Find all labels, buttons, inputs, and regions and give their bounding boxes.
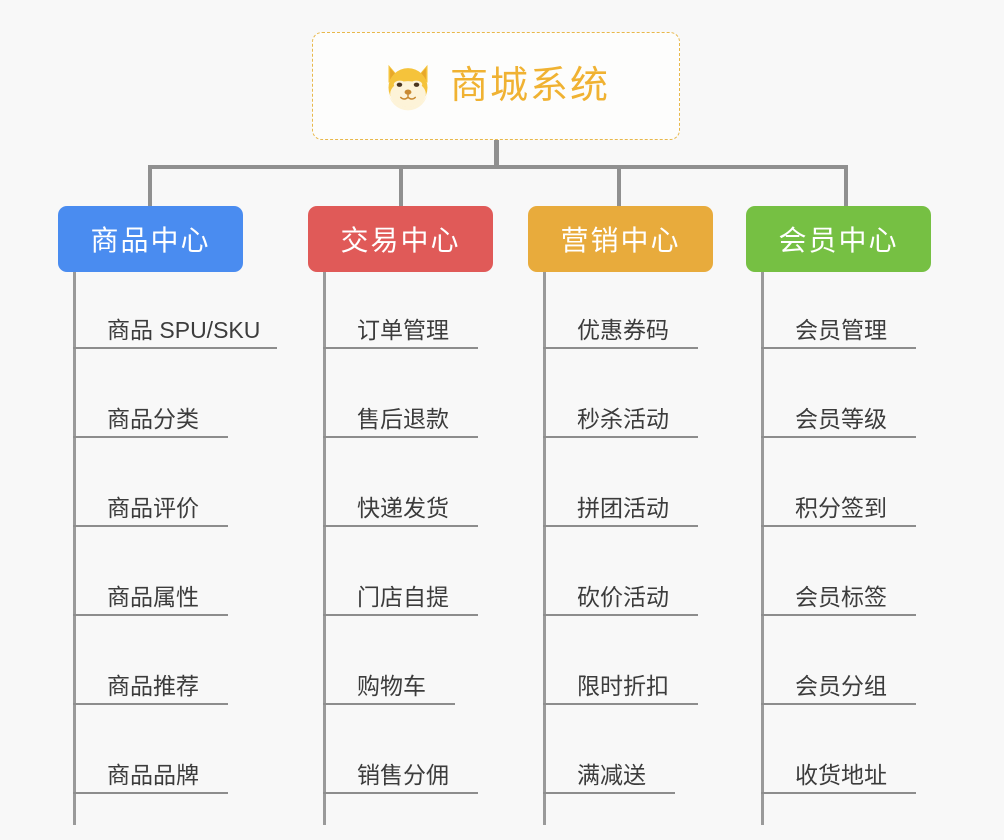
leaf-label: 商品推荐	[107, 673, 199, 700]
leaf-item-2-6[interactable]: 销售分佣	[323, 748, 478, 794]
leaf-label: 商品 SPU/SKU	[107, 317, 261, 344]
connector-drop-3	[617, 165, 621, 209]
leaf-label: 限时折扣	[577, 673, 669, 700]
leaf-item-4-6[interactable]: 收货地址	[761, 748, 916, 794]
leaf-item-3-4[interactable]: 砍价活动	[543, 570, 698, 616]
leaf-label: 销售分佣	[357, 762, 449, 789]
category-header-2[interactable]: 交易中心	[308, 206, 493, 272]
leaf-label: 门店自提	[357, 584, 449, 611]
column-spine-3	[543, 272, 546, 825]
leaf-label: 会员管理	[795, 317, 887, 344]
leaf-item-4-1[interactable]: 会员管理	[761, 303, 916, 349]
leaf-label: 拼团活动	[577, 495, 669, 522]
leaf-label: 商品评价	[107, 495, 199, 522]
leaf-label: 秒杀活动	[577, 406, 669, 433]
leaf-item-3-2[interactable]: 秒杀活动	[543, 392, 698, 438]
category-header-4[interactable]: 会员中心	[746, 206, 931, 272]
category-title-4: 会员中心	[778, 225, 899, 256]
leaf-label: 积分签到	[795, 495, 887, 522]
leaf-label: 商品分类	[107, 406, 199, 433]
connector-drop-4	[844, 165, 848, 209]
column-spine-4	[761, 272, 764, 825]
category-header-3[interactable]: 营销中心	[528, 206, 713, 272]
leaf-item-2-1[interactable]: 订单管理	[323, 303, 478, 349]
leaf-label: 会员等级	[795, 406, 887, 433]
leaf-label: 优惠券码	[577, 317, 669, 344]
leaf-label: 售后退款	[357, 406, 449, 433]
connector-drop-2	[399, 165, 403, 209]
category-header-1[interactable]: 商品中心	[58, 206, 243, 272]
leaf-label: 满减送	[577, 762, 646, 789]
leaf-item-4-3[interactable]: 积分签到	[761, 481, 916, 527]
leaf-item-3-5[interactable]: 限时折扣	[543, 659, 698, 705]
leaf-label: 会员标签	[795, 584, 887, 611]
leaf-label: 商品属性	[107, 584, 199, 611]
category-title-2: 交易中心	[340, 225, 461, 256]
column-spine-1	[73, 272, 76, 825]
leaf-label: 订单管理	[357, 317, 449, 344]
leaf-item-3-1[interactable]: 优惠券码	[543, 303, 698, 349]
connector-drop-1	[148, 165, 152, 209]
leaf-item-1-6[interactable]: 商品品牌	[73, 748, 228, 794]
leaf-item-2-5[interactable]: 购物车	[323, 659, 455, 705]
leaf-item-3-6[interactable]: 满减送	[543, 748, 675, 794]
leaf-item-1-4[interactable]: 商品属性	[73, 570, 228, 616]
leaf-label: 快递发货	[357, 495, 449, 522]
leaf-label: 砍价活动	[577, 584, 669, 611]
leaf-item-2-4[interactable]: 门店自提	[323, 570, 478, 616]
root-node[interactable]: 商城系统	[312, 32, 680, 140]
leaf-item-4-2[interactable]: 会员等级	[761, 392, 916, 438]
leaf-item-1-2[interactable]: 商品分类	[73, 392, 228, 438]
shiba-dog-icon	[388, 64, 428, 111]
leaf-label: 会员分组	[795, 673, 887, 700]
leaf-label: 收货地址	[795, 762, 887, 789]
leaf-label: 购物车	[357, 673, 426, 700]
leaf-item-1-3[interactable]: 商品评价	[73, 481, 228, 527]
leaf-item-1-1[interactable]: 商品 SPU/SKU	[73, 303, 277, 349]
category-title-1: 商品中心	[90, 225, 211, 256]
leaf-item-2-3[interactable]: 快递发货	[323, 481, 478, 527]
connector-root-stem	[494, 140, 499, 168]
leaf-label: 商品品牌	[107, 762, 199, 789]
column-spine-2	[323, 272, 326, 825]
leaf-item-1-5[interactable]: 商品推荐	[73, 659, 228, 705]
category-title-3: 营销中心	[560, 225, 681, 256]
leaf-item-3-3[interactable]: 拼团活动	[543, 481, 698, 527]
root-title: 商城系统	[449, 65, 610, 107]
leaf-item-4-5[interactable]: 会员分组	[761, 659, 916, 705]
connector-horizontal-bus	[148, 165, 848, 169]
leaf-item-4-4[interactable]: 会员标签	[761, 570, 916, 616]
leaf-item-2-2[interactable]: 售后退款	[323, 392, 478, 438]
